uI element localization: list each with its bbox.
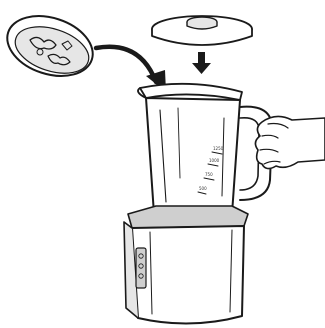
- mark-label: 1250: [213, 146, 224, 151]
- blender-lid: [152, 16, 252, 45]
- mark-label: 500: [199, 186, 207, 191]
- motor-base: [124, 206, 248, 324]
- mark-label: 1000: [209, 158, 220, 163]
- ingredients-bowl: [0, 6, 100, 86]
- hand-icon: [255, 116, 325, 168]
- control-panel: [136, 248, 146, 288]
- down-arrow-icon: [192, 52, 211, 74]
- mark-label: 750: [205, 172, 213, 177]
